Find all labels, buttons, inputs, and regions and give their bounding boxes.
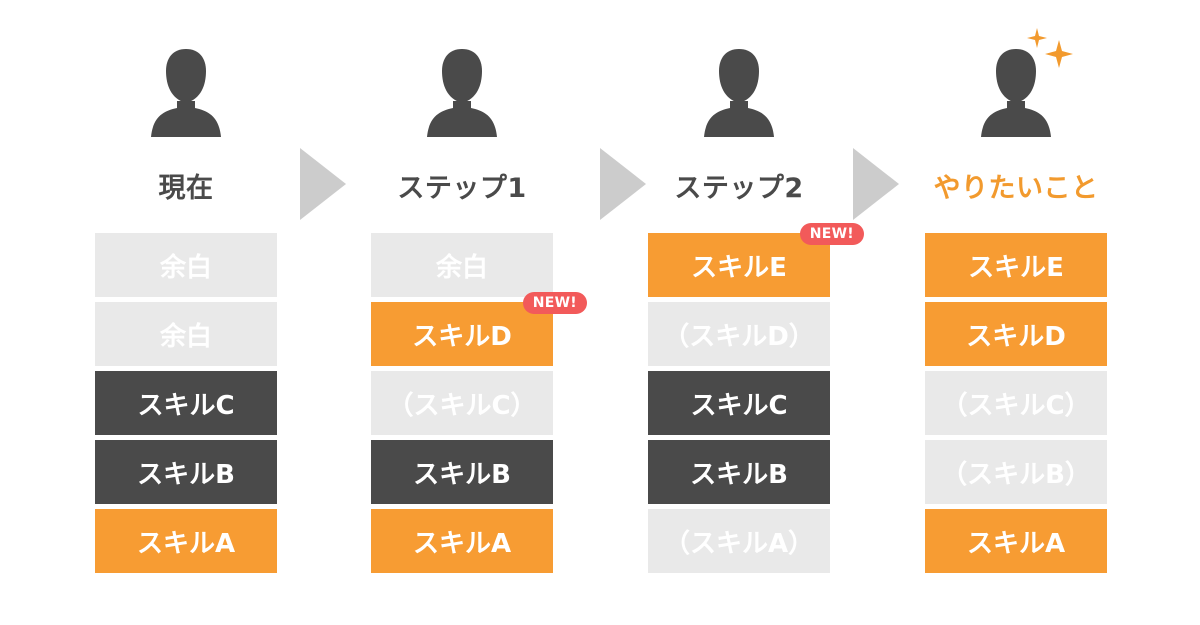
skill-block-c: スキルC	[648, 371, 830, 435]
new-badge: NEW!	[799, 223, 864, 245]
skill-block-e: スキルE NEW!	[648, 223, 864, 297]
column-title: ステップ2	[674, 173, 804, 204]
person-icon	[704, 49, 774, 137]
skill-block-b: スキルB	[95, 440, 277, 504]
column-step2: ステップ2 スキルE NEW! （スキルD） スキルC スキルB （スキルA）	[648, 0, 864, 625]
skill-block-c-ghost: （スキルC）	[371, 371, 553, 435]
column-title: ステップ1	[397, 173, 527, 204]
arrow-right-icon	[853, 148, 899, 220]
skill-block-empty: 余白	[95, 233, 277, 297]
skill-stack: 余白 余白 スキルC スキルB スキルA	[95, 233, 277, 578]
person-icon	[151, 49, 221, 137]
skill-block-a: スキルA	[95, 509, 277, 573]
skill-block-b: スキルB	[371, 440, 553, 504]
column-title: 現在	[158, 173, 214, 204]
person-icon	[427, 49, 497, 137]
skill-stack: スキルE NEW! （スキルD） スキルC スキルB （スキルA）	[648, 223, 864, 578]
skill-block-d: スキルD NEW!	[371, 292, 587, 366]
skill-block-a: スキルA	[925, 509, 1107, 573]
skill-stack: スキルE スキルD （スキルC） （スキルB） スキルA	[925, 233, 1107, 578]
skill-block-c-ghost: （スキルC）	[925, 371, 1107, 435]
person-icon	[981, 49, 1051, 137]
skill-block-d: スキルD	[925, 302, 1107, 366]
column-goal: やりたいこと スキルE スキルD （スキルC） （スキルB） スキルA	[925, 0, 1107, 625]
column-title: やりたいこと	[933, 173, 1099, 204]
arrow-right-icon	[300, 148, 346, 220]
skill-block-e: スキルE	[925, 233, 1107, 297]
skill-block-d-ghost: （スキルD）	[648, 302, 830, 366]
skill-block-b-ghost: （スキルB）	[925, 440, 1107, 504]
skill-label: スキルD	[412, 321, 512, 352]
skill-block-empty: 余白	[95, 302, 277, 366]
arrow-right-icon	[600, 148, 646, 220]
skill-block-a-ghost: （スキルA）	[648, 509, 830, 573]
column-current: 現在 余白 余白 スキルC スキルB スキルA	[95, 0, 277, 625]
skill-label: スキルE	[691, 252, 787, 283]
skill-block-empty: 余白	[371, 233, 553, 297]
skill-block-b: スキルB	[648, 440, 830, 504]
skill-stack: 余白 スキルD NEW! （スキルC） スキルB スキルA	[371, 233, 587, 578]
sparkle-icon	[1027, 28, 1073, 68]
skill-block-a: スキルA	[371, 509, 553, 573]
column-step1: ステップ1 余白 スキルD NEW! （スキルC） スキルB スキルA	[371, 0, 587, 625]
skill-block-c: スキルC	[95, 371, 277, 435]
new-badge: NEW!	[522, 292, 587, 314]
